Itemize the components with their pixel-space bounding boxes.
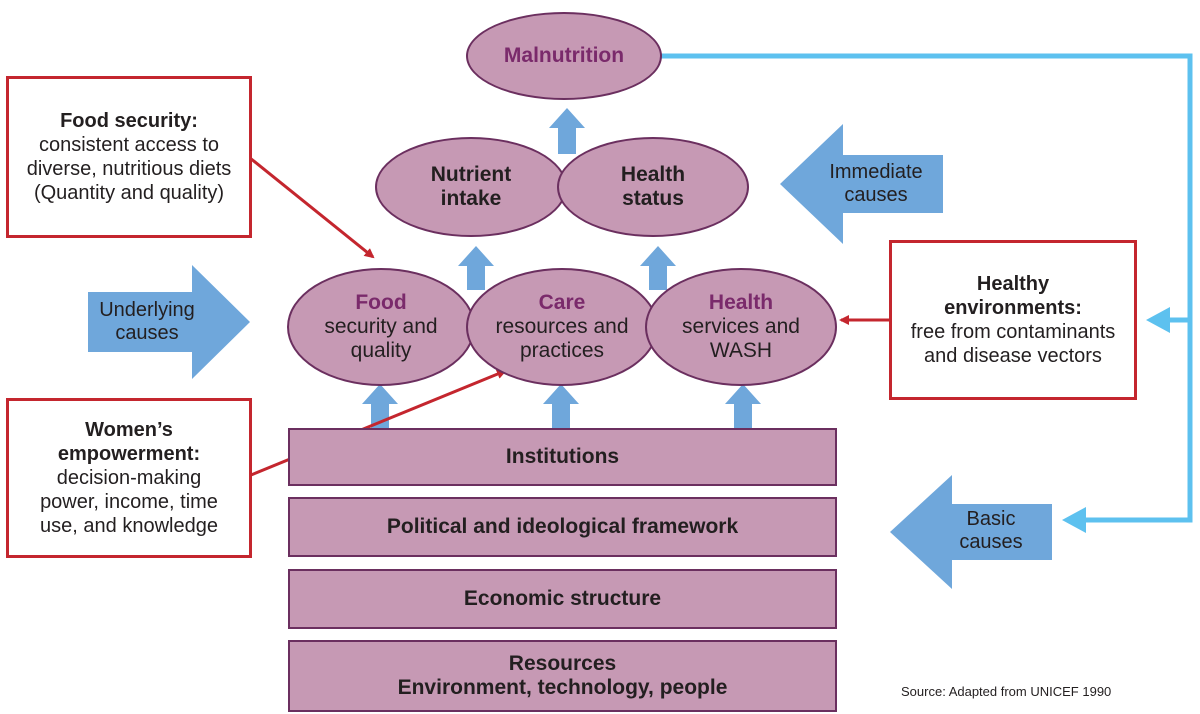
womens-empowerment-title-2: empowerment: bbox=[57, 443, 201, 465]
health-node-line-2: WASH bbox=[709, 339, 773, 362]
health-status-line-1: Health bbox=[620, 163, 686, 186]
immediate-causes-line-2: causes bbox=[844, 184, 908, 206]
malnutrition-node: Malnutrition bbox=[466, 12, 662, 100]
care-node: Care resources and practices bbox=[466, 268, 658, 386]
up-arrow-to-health bbox=[725, 384, 761, 428]
care-node-title: Care bbox=[538, 291, 586, 314]
womens-empowerment-callout: Women’s empowerment: decision-making pow… bbox=[6, 398, 252, 558]
political-framework-bar: Political and ideological framework bbox=[288, 497, 837, 557]
healthy-env-line-1: free from contaminants bbox=[910, 321, 1116, 343]
food-node-title: Food bbox=[355, 291, 407, 314]
food-security-callout: Food security: consistent access to dive… bbox=[6, 76, 252, 238]
underlying-causes-arrow bbox=[88, 265, 250, 379]
food-security-callout-line-3: (Quantity and quality) bbox=[33, 182, 225, 204]
womens-empowerment-title-1: Women’s bbox=[85, 419, 173, 441]
health-services-node: Health services and WASH bbox=[645, 268, 837, 386]
healthy-env-line-2: and disease vectors bbox=[924, 345, 1102, 367]
feedback-line bbox=[660, 53, 1193, 533]
up-arrow-to-malnutrition bbox=[549, 108, 585, 154]
up-arrow-to-nutrient-intake bbox=[458, 246, 494, 290]
resources-line-1: Resources bbox=[508, 652, 617, 675]
food-node-line-2: quality bbox=[350, 339, 412, 362]
womens-empowerment-line-3: use, and knowledge bbox=[40, 515, 218, 537]
food-security-connector bbox=[249, 156, 375, 259]
nutrient-intake-line-2: intake bbox=[440, 187, 502, 210]
underlying-causes-label: Underlying causes bbox=[92, 299, 202, 345]
underlying-causes-line-2: causes bbox=[115, 322, 179, 344]
nutrient-intake-node: Nutrient intake bbox=[375, 137, 567, 237]
nutrient-intake-line-1: Nutrient bbox=[430, 163, 512, 186]
healthy-environments-callout: Healthy environments: free from contamin… bbox=[889, 240, 1137, 400]
feedback-arrowhead-healthy-env bbox=[1146, 307, 1170, 333]
feedback-arrowhead-basic bbox=[1062, 507, 1086, 533]
underlying-causes-line-1: Underlying bbox=[99, 299, 195, 321]
food-security-callout-line-1: consistent access to bbox=[38, 134, 220, 156]
food-security-callout-line-2: diverse, nutritious diets bbox=[26, 158, 232, 180]
economic-structure-bar: Economic structure bbox=[288, 569, 837, 629]
basic-causes-label: Basic causes bbox=[934, 508, 1048, 554]
healthy-env-title-1: Healthy bbox=[976, 273, 1050, 295]
care-node-line-2: practices bbox=[519, 339, 605, 362]
institutions-bar: Institutions bbox=[288, 428, 837, 486]
political-label: Political and ideological framework bbox=[386, 515, 739, 538]
immediate-causes-label: Immediate causes bbox=[818, 161, 934, 207]
basic-causes-line-1: Basic bbox=[966, 508, 1016, 530]
health-status-line-2: status bbox=[622, 187, 684, 210]
economic-label: Economic structure bbox=[463, 587, 662, 610]
womens-empowerment-line-2: power, income, time bbox=[40, 491, 218, 513]
resources-line-2: Environment, technology, people bbox=[397, 676, 728, 699]
health-status-node: Health status bbox=[557, 137, 749, 237]
health-node-title: Health bbox=[708, 291, 774, 314]
up-arrow-to-health-status bbox=[640, 246, 676, 290]
immediate-causes-line-1: Immediate bbox=[829, 161, 923, 183]
food-security-callout-title: Food security: bbox=[60, 110, 198, 132]
health-node-line-1: services and bbox=[682, 315, 800, 338]
food-node-line-1: security and bbox=[324, 315, 438, 338]
healthy-env-title-2: environments: bbox=[944, 297, 1082, 319]
immediate-causes-arrow bbox=[780, 124, 943, 244]
food-security-node: Food security and quality bbox=[287, 268, 475, 386]
basic-causes-arrow bbox=[890, 475, 1052, 589]
womens-empowerment-line-1: decision-making bbox=[56, 467, 202, 489]
source-note: Source: Adapted from UNICEF 1990 bbox=[901, 684, 1112, 699]
up-arrows bbox=[362, 108, 761, 428]
resources-bar: Resources Environment, technology, peopl… bbox=[288, 640, 837, 712]
care-node-line-1: resources and bbox=[495, 315, 629, 338]
malnutrition-label: Malnutrition bbox=[503, 44, 625, 67]
institutions-label: Institutions bbox=[505, 445, 620, 468]
up-arrow-to-care bbox=[543, 384, 579, 428]
basic-causes-line-2: causes bbox=[959, 531, 1023, 553]
